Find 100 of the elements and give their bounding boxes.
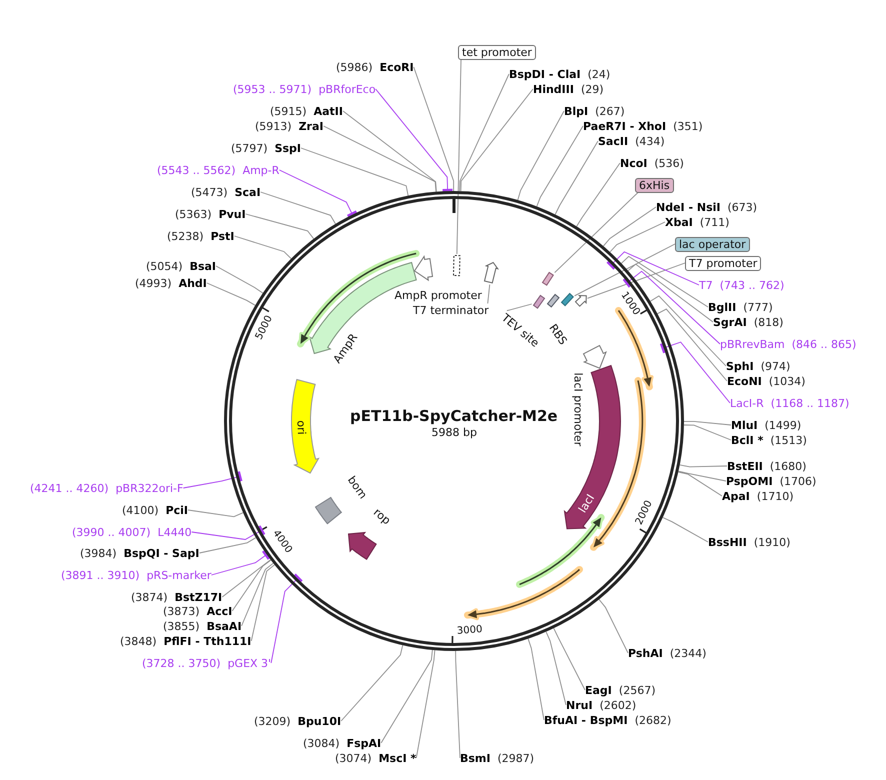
leader-line: [250, 564, 275, 642]
promoter-feature: [413, 255, 434, 282]
leader-line: [260, 192, 336, 224]
feature-tag: tet promoter: [458, 44, 536, 60]
primer-position: (846 .. 865): [792, 338, 856, 350]
feature-block: [314, 496, 343, 526]
leader-line: [587, 262, 686, 299]
leader-line: [517, 110, 564, 200]
cut-position: (5913): [255, 120, 292, 132]
leader-line: [554, 192, 638, 274]
cut-position: (3084): [303, 736, 340, 750]
cut-position: (2344): [670, 646, 706, 660]
cut-position: (1910): [754, 536, 790, 548]
cut-position: (2682): [634, 714, 672, 726]
leader-line: [342, 110, 437, 192]
primer-position: (5543 .. 5562): [157, 164, 236, 176]
cut-position: (711): [700, 216, 730, 228]
enzyme-name: PspOMI: [726, 474, 773, 488]
enzyme-name: PaeR7I - XhoI: [583, 120, 666, 132]
feature-marker: [532, 294, 546, 310]
cut-position: (29): [580, 82, 604, 96]
feature-marker: [540, 271, 555, 288]
enzyme-name: EcoRI: [380, 60, 414, 74]
leader-line: [576, 162, 620, 227]
enzyme-name: SspI: [274, 142, 302, 154]
feature-label: rop: [370, 505, 394, 527]
leader-line: [679, 464, 728, 468]
plasmid-length: 5988 bp: [432, 426, 477, 438]
primer-position: (743 .. 762): [720, 278, 784, 292]
gene-feature: [347, 530, 378, 560]
primer-position: (5953 .. 5971): [233, 82, 312, 96]
primer-name: L4440: [158, 526, 192, 538]
leader-line: [300, 148, 409, 196]
cut-position: (3984): [80, 546, 117, 560]
cut-position: (1706): [780, 474, 816, 488]
enzyme-name: BsmI: [460, 752, 490, 764]
leader-line: [554, 140, 598, 215]
enzyme-name: PvuI: [218, 208, 246, 220]
leader-line: [546, 631, 566, 706]
cut-position: (4100): [122, 504, 159, 516]
leader-line: [684, 420, 732, 426]
leader-line: [210, 550, 270, 576]
primer-name: pBRrevBam: [720, 338, 785, 350]
leader-line: [678, 470, 726, 482]
feature-tag: T7 promoter: [685, 256, 762, 270]
leader-line: [528, 638, 544, 720]
promoter-fragment: [452, 254, 462, 278]
enzyme-name: PstI: [210, 230, 234, 242]
enzyme-name: BstEII: [727, 460, 763, 472]
cut-position: (673): [727, 200, 758, 214]
enzyme-name: ZraI: [298, 120, 324, 132]
cut-position: (1513): [770, 434, 807, 446]
leader-line: [222, 559, 272, 598]
feature-label: TEV site: [498, 310, 542, 350]
leader-line: [375, 88, 454, 192]
leader-line: [602, 206, 656, 247]
cut-position: (5363): [175, 208, 212, 220]
enzyme-name: BglII: [708, 300, 736, 314]
enzyme-name: PciI: [166, 504, 188, 516]
primer-position: (1168 .. 1187): [770, 396, 850, 410]
enzyme-name: NruI: [566, 698, 593, 712]
leader-line: [460, 88, 534, 192]
feature-label: ori: [294, 420, 308, 436]
primer-position: (3728 .. 3750): [142, 656, 221, 670]
leader-line: [606, 251, 700, 286]
leader-line: [278, 170, 358, 218]
cut-position: (5238): [167, 230, 204, 242]
scale-number: 2000: [633, 498, 656, 527]
enzyme-name: Bpu10I: [298, 714, 342, 728]
cut-position: (3209): [254, 714, 291, 728]
plasmid-name: pET11b-SpyCatcher-M2e: [350, 407, 558, 425]
primer-name: Amp-R: [242, 164, 280, 176]
cut-position: (5986): [336, 60, 373, 74]
cut-position: (3855): [163, 620, 200, 632]
cut-position: (4993): [135, 276, 172, 290]
enzyme-name: BstZ17I: [174, 590, 222, 604]
enzyme-name: BspDI - ClaI: [509, 68, 581, 80]
leader-line: [657, 308, 728, 382]
leader-line: [216, 266, 264, 294]
leader-line: [622, 270, 720, 344]
reading-frame-track: [515, 512, 606, 589]
cut-position: (5054): [146, 260, 183, 272]
leader-line: [598, 599, 628, 654]
cut-position: (818): [754, 316, 784, 328]
enzyme-name: BlpI: [564, 104, 588, 118]
enzyme-name: PflFI - Tth111I: [164, 634, 252, 648]
cut-position: (536): [654, 156, 684, 170]
cut-position: (2567): [618, 684, 656, 696]
primer-name: T7: [699, 278, 713, 292]
enzyme-name: AccI: [206, 604, 232, 618]
leader-line: [323, 126, 436, 192]
leader-line: [574, 244, 676, 296]
enzyme-name: EcoNI: [727, 374, 762, 388]
cut-position: (3074): [335, 752, 372, 764]
enzyme-name: SphI: [726, 360, 754, 372]
leader-line: [684, 424, 732, 440]
enzyme-name: BssHII: [708, 536, 747, 548]
cut-position: (5473): [191, 186, 228, 198]
feature-label: AmpR promoter: [394, 288, 482, 302]
cut-position: (2602): [600, 698, 636, 712]
